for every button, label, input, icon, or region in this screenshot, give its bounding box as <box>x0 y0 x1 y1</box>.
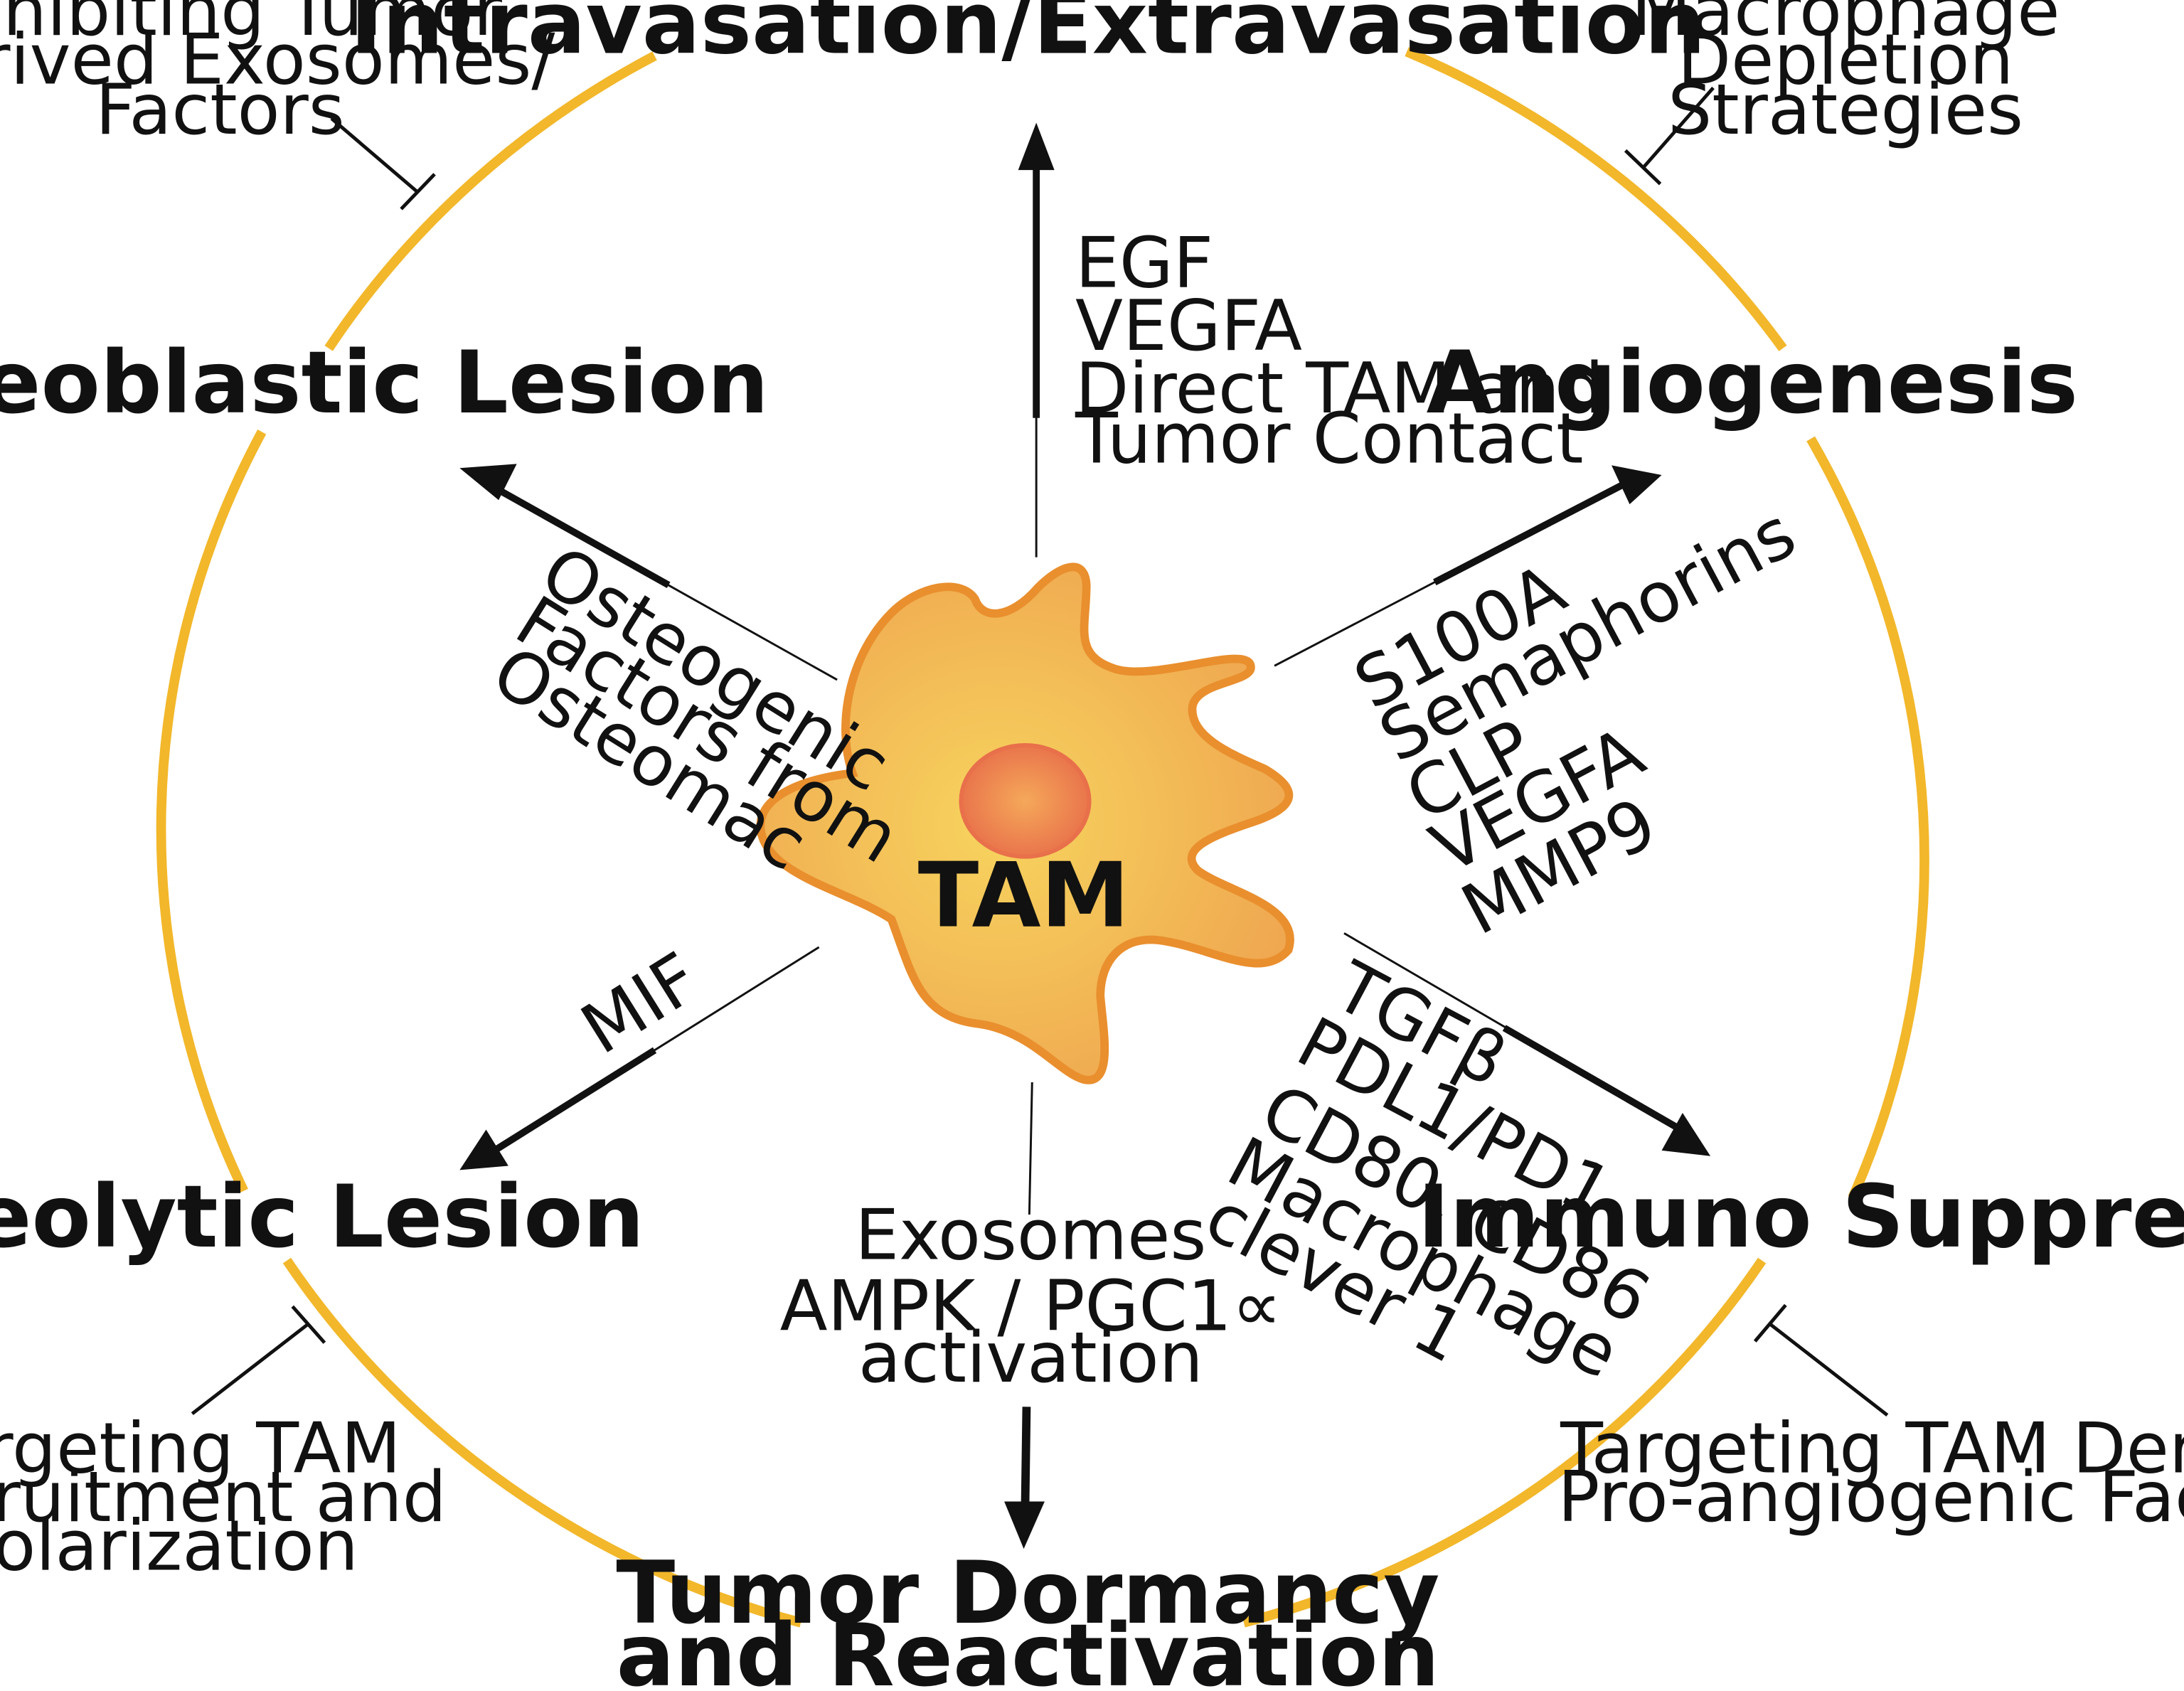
therapy-top-left: Inhibiting Tumor Derived Exosomes/ Facto… <box>0 0 555 151</box>
therapy-line: Depletion <box>1678 20 2014 101</box>
therapy-line: Factors <box>95 70 345 151</box>
therapy-line: Targeting TAM <box>0 1408 401 1489</box>
factor-item: Exosomes <box>855 1195 1206 1276</box>
outcome-intravasation: Intravasation/Extravasation <box>350 0 1705 74</box>
ring-arc-top-right <box>1405 47 1787 351</box>
nucleus-icon <box>959 743 1092 859</box>
arrowhead-angiogenesis <box>1612 465 1662 505</box>
arrow-to-dormancy <box>1028 1082 1033 1215</box>
outer-ring <box>156 47 1929 1628</box>
outcome-immuno-suppression: Immuno Suppression <box>1417 1166 2184 1267</box>
therapy-line: Strategies <box>1668 70 2023 151</box>
arrowhead-intravasation <box>1018 122 1055 171</box>
arrow-shaft-angiogenesis <box>1433 481 1624 586</box>
outcome-tumor-dormancy-line2: and Reactivation <box>617 1605 1439 1691</box>
ring-arc-bottom-left <box>282 1257 802 1628</box>
therapy-line: Targeting TAM Derived <box>1560 1408 2184 1489</box>
factor-item: EGF <box>1075 223 1213 304</box>
therapy-bottom-left: Targeting TAM Recruitment and Polarizati… <box>0 1408 447 1586</box>
therapy-line: Inhibiting Tumor <box>0 0 503 52</box>
factor-item: activation <box>858 1318 1203 1399</box>
factors-intravasation: EGF VEGFA Direct TAM and Tumor Contact <box>1075 223 1604 480</box>
center-label: TAM <box>918 844 1129 948</box>
arrowhead-dormancy <box>1004 1501 1045 1549</box>
factors-osteoblastic: Osteogenic Factors from Osteomac <box>479 530 913 886</box>
ring-arc-top-left <box>324 51 657 351</box>
arrow-shaft-osteolytic <box>492 1047 657 1154</box>
therapy-line: Derived Exosomes/ <box>0 20 555 101</box>
outcome-osteoblastic: Osteoblastic Lesion <box>0 332 769 433</box>
ring-arc-right <box>1806 436 1929 1200</box>
therapy-line: Macrophage <box>1631 0 2060 52</box>
factor-item: Tumor Contact <box>1075 398 1584 479</box>
therapy-line: Polarization <box>0 1505 358 1586</box>
therapy-top-right: Macrophage Depletion Strategies <box>1631 0 2060 151</box>
inhibition-markers <box>191 86 1889 1417</box>
inhibitor-bottom-left <box>191 1305 326 1416</box>
inhibitor-bottom-right <box>1753 1303 1889 1417</box>
arrowhead-osteoblastic <box>459 464 517 501</box>
factor-item: VEGFA <box>1075 286 1302 367</box>
factor-item: MIF <box>568 938 713 1071</box>
arrowhead-osteolytic <box>459 1129 508 1170</box>
inhibitor-top-left <box>330 117 436 210</box>
therapy-line: Recruitment and <box>0 1457 447 1538</box>
factor-item: AMPK / PGC1∝ <box>780 1266 1282 1348</box>
tam-cell: TAM <box>756 562 1294 1084</box>
inhibitor-top-right <box>1624 86 1715 186</box>
therapy-bottom-right: Targeting TAM Derived Pro-angiogenic Fac… <box>1557 1408 2184 1538</box>
ring-arc-left <box>156 430 267 1193</box>
factors-osteolytic: MIF <box>568 938 713 1071</box>
factors-angiogenesis: S100A Semaphorins CLP VEGFA MMP9 <box>1342 492 1809 951</box>
factor-item: Direct TAM and <box>1075 348 1604 430</box>
ring-arc-bottom-right <box>1242 1257 1767 1628</box>
arrows <box>459 122 1711 1549</box>
arrow-shaft-immuno <box>1502 1025 1680 1131</box>
outcome-angiogenesis: Angiogenesis <box>1427 332 2078 433</box>
outcome-tumor-dormancy-line1: Tumor Dormancy <box>616 1542 1439 1643</box>
outcome-osteolytic: Osteolytic Lesion <box>0 1166 644 1267</box>
factors-tumor-dormancy: Exosomes AMPK / PGC1∝ activation <box>780 1195 1282 1399</box>
arrow-shaft-osteoblastic <box>492 484 671 589</box>
therapy-line: Pro-angiogenic Factors <box>1557 1457 2184 1538</box>
arrow-shaft-dormancy <box>1021 1407 1031 1508</box>
arrowhead-immuno <box>1661 1113 1711 1156</box>
